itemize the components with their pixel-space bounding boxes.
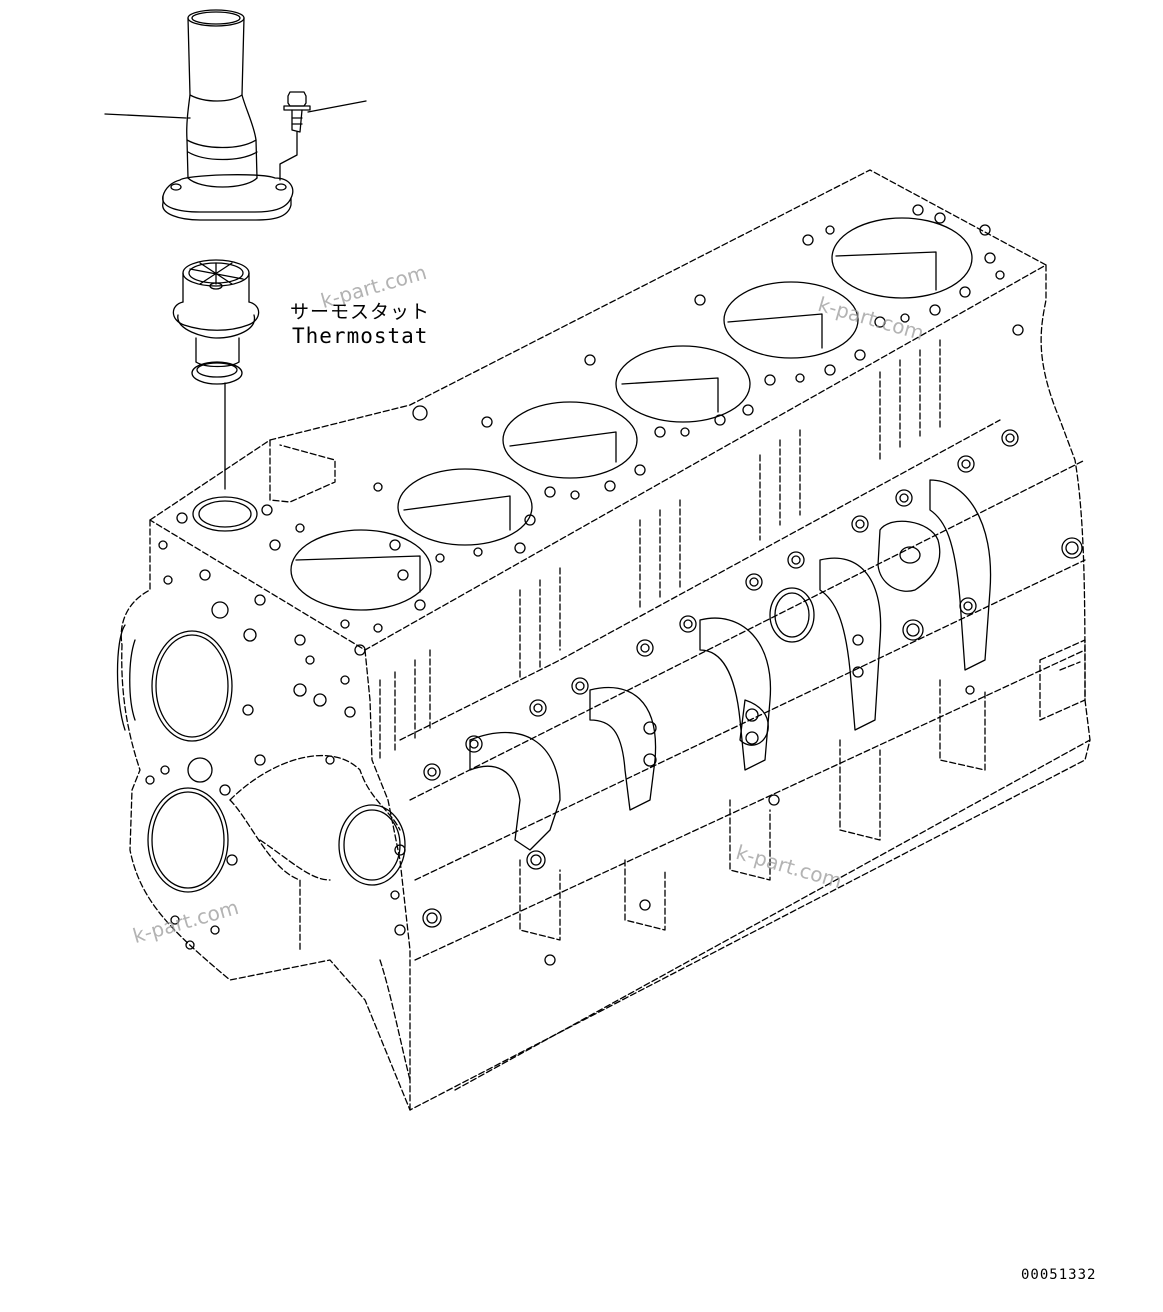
thermostat-seat	[192, 496, 258, 532]
thermostat-label-english: Thermostat	[292, 324, 429, 348]
water-outlet-pipe	[162, 9, 294, 221]
cylinder-bores	[290, 217, 973, 611]
deck-holes	[176, 204, 1024, 633]
diagram-reference-code: 00051332	[1021, 1267, 1097, 1283]
pipe-leader-line	[104, 113, 187, 119]
side-studs	[422, 429, 1083, 966]
side-ribs	[379, 339, 1086, 961]
front-face-openings	[116, 624, 406, 893]
front-face-holes	[145, 540, 406, 950]
engine-cylinder-block	[120, 169, 1091, 1111]
bolt-leader-line	[307, 100, 367, 113]
thermostat-part	[172, 259, 260, 490]
side-ports	[769, 520, 1086, 721]
thermostat-label-japanese: サーモスタット	[290, 301, 431, 323]
flange-bolt	[279, 91, 311, 181]
bearing-caps	[469, 479, 992, 941]
